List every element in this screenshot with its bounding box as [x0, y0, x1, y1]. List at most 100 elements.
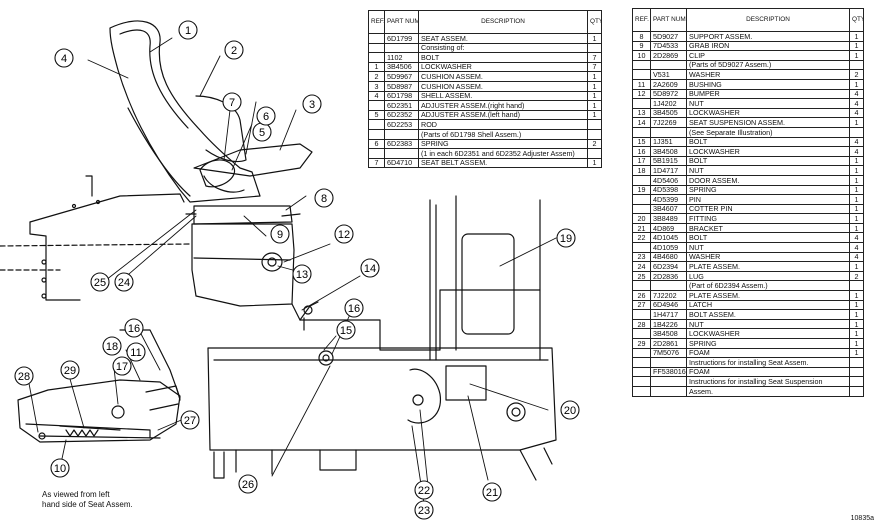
callout: 16 — [124, 318, 144, 338]
part-number-cell: 1J4202 — [650, 98, 687, 109]
qty-cell: 1 — [849, 184, 864, 196]
part-number-cell: 1B4226 — [650, 318, 687, 330]
part-number-cell: 4B4680 — [650, 251, 687, 263]
callout: 15 — [336, 320, 356, 340]
description-cell: BOLT — [686, 232, 850, 244]
ref-cell — [632, 280, 651, 292]
ref-cell — [632, 174, 651, 186]
qty-cell — [849, 366, 864, 378]
callout-number: 11 — [130, 347, 141, 359]
part-number-cell: 2D2836 — [650, 270, 687, 282]
description-cell: DOOR ASSEM. — [686, 174, 850, 186]
table-row: Instructions for installing Seat Assem. — [632, 357, 864, 368]
description-cell: SPRING — [686, 338, 850, 349]
description-cell: COTTER PIN — [686, 203, 850, 215]
qty-cell: 4 — [849, 88, 864, 100]
callout-number: 12 — [338, 229, 350, 241]
seat-support — [191, 223, 295, 307]
description-cell: SPRING — [418, 138, 588, 150]
ref-cell: 27 — [632, 299, 651, 311]
callout: 20 — [560, 400, 580, 420]
qty-cell: 1 — [849, 194, 864, 205]
header-qty: QTY — [587, 10, 602, 34]
callout-number: 26 — [242, 479, 254, 491]
part-number-cell: 4D1045 — [650, 232, 687, 244]
ref-cell — [632, 376, 651, 387]
qty-cell — [849, 126, 864, 138]
header-ref: REF. NO. — [368, 10, 385, 34]
callout: 18 — [102, 336, 122, 356]
part-number-cell — [384, 42, 419, 54]
callout-number: 8 — [321, 193, 327, 205]
description-cell: SEAT BELT ASSEM. — [418, 157, 588, 169]
ref-cell — [368, 119, 385, 130]
callout-number: 29 — [64, 365, 76, 377]
callout-number: 1 — [185, 25, 191, 37]
callout-circle — [238, 474, 258, 494]
ref-cell — [632, 194, 651, 205]
table-row: Assem. — [632, 385, 864, 397]
ref-cell: 10 — [632, 50, 651, 61]
callout-circle — [14, 366, 34, 386]
parts-table-right: REF. NO. PART NUMBER DESCRIPTION QTY 85D… — [632, 8, 864, 397]
description-cell: (Parts of 6D1798 Shell Assem.) — [418, 128, 588, 140]
description-cell: BRACKET — [686, 222, 850, 234]
callout-circle — [292, 264, 312, 284]
description-cell: CLIP — [686, 50, 850, 61]
part-number-cell: FF538016 — [650, 366, 687, 378]
callout-number: 18 — [106, 341, 118, 353]
callout: 6 — [256, 106, 276, 126]
seat-cushion — [193, 143, 313, 177]
ref-cell — [632, 69, 651, 80]
ref-cell: 8 — [632, 31, 651, 42]
table-row: (See Separate Illustration) — [632, 126, 864, 138]
callout-number: 10 — [54, 463, 66, 475]
callout-circle — [54, 48, 74, 68]
callout: 1 — [178, 20, 198, 40]
description-cell: WASHER — [686, 251, 850, 263]
callout-circle — [482, 482, 502, 502]
ref-cell: 20 — [632, 213, 651, 224]
part-number-cell: 6D1799 — [384, 33, 419, 44]
part-number-cell — [650, 357, 687, 368]
callout: 14 — [360, 258, 380, 278]
part-number-cell: 6D1798 — [384, 90, 419, 102]
callout-number: 15 — [340, 325, 352, 337]
table-row: (Part of 6D2394 Assem.) — [632, 280, 864, 292]
callout-circle — [90, 272, 110, 292]
part-number-cell — [650, 126, 687, 138]
part-number-cell: 6D2383 — [384, 138, 419, 150]
description-cell: CUSHION ASSEM. — [418, 71, 588, 82]
description-cell: NUT — [686, 165, 850, 176]
qty-cell: 7 — [587, 61, 602, 73]
qty-cell: 1 — [587, 90, 602, 102]
ref-cell — [632, 328, 651, 339]
table-row: (Parts of 6D1798 Shell Assem.) — [368, 128, 602, 140]
table-row: (Parts of 5D9027 Assem.) — [632, 59, 864, 71]
ref-cell: 14 — [632, 117, 651, 128]
callout: 9 — [270, 224, 290, 244]
ref-cell — [632, 126, 651, 138]
ref-cell — [632, 309, 651, 320]
callout: 4 — [54, 48, 74, 68]
qty-cell: 1 — [849, 222, 864, 234]
callout-number: 23 — [418, 505, 430, 517]
qty-cell: 1 — [849, 78, 864, 90]
part-number-cell: 7J2269 — [650, 117, 687, 128]
qty-cell: 4 — [849, 146, 864, 157]
callout: 25 — [90, 272, 110, 292]
description-cell: NUT — [686, 98, 850, 109]
qty-cell: 4 — [849, 107, 864, 119]
callout: 26 — [238, 474, 258, 494]
